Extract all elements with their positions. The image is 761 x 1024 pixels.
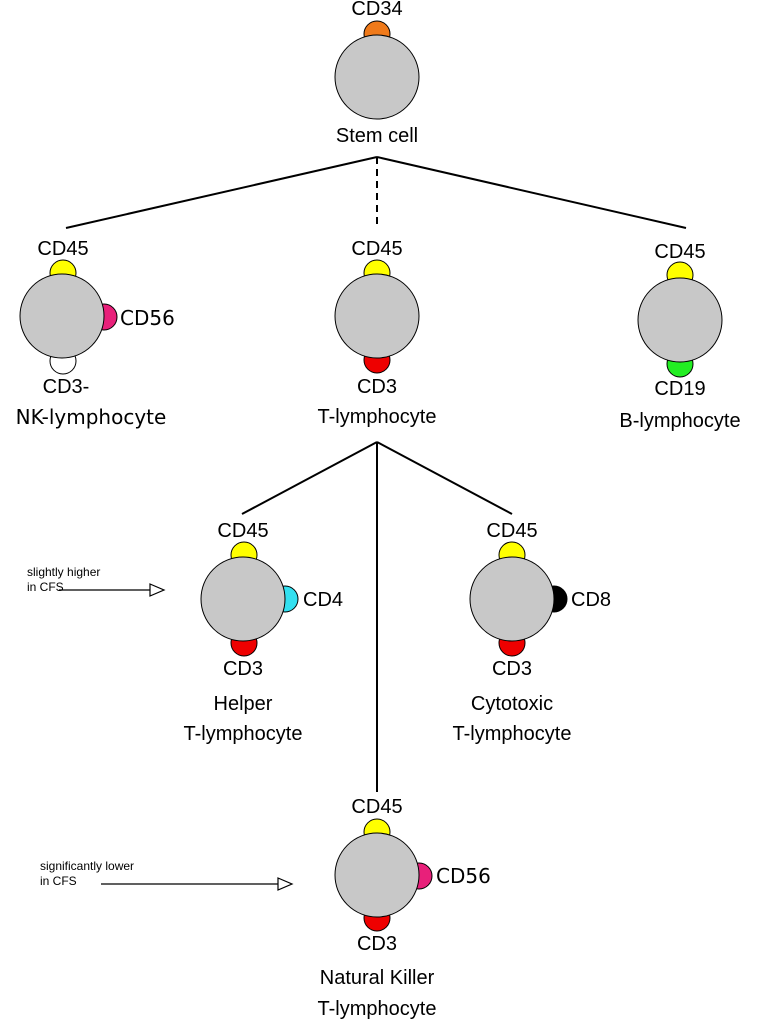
b-cd45-label: CD45 bbox=[654, 241, 706, 263]
helper-note-line1: slightly higher bbox=[27, 565, 101, 579]
cytotoxic-cd8-label: CD8 bbox=[571, 589, 612, 611]
stem-cell-label: Stem cell bbox=[335, 125, 419, 147]
b-lymphocyte-cell bbox=[637, 261, 723, 378]
t-to-cytotoxic-line bbox=[376, 441, 513, 515]
helper-name-line1: Helper bbox=[213, 693, 273, 715]
stem-cell-body bbox=[334, 34, 420, 120]
nkt-name-line1: Natural Killer bbox=[319, 967, 435, 989]
t-lymphocyte-cell bbox=[334, 259, 420, 374]
nk-cd3-negative-label: CD3- bbox=[42, 376, 90, 398]
note-arrows bbox=[59, 583, 294, 891]
stem-to-b-line bbox=[376, 156, 687, 229]
nkt-note-line2: in CFS bbox=[40, 874, 77, 888]
helper-cd45-label: CD45 bbox=[217, 520, 269, 542]
nk-cd56-label: CD56 bbox=[120, 306, 175, 330]
cytotoxic-t-lymphocyte-cell bbox=[469, 541, 568, 657]
helper-t-lymphocyte-cell bbox=[200, 541, 299, 657]
cytotoxic-name-line2: T-lymphocyte bbox=[452, 723, 572, 745]
nk-cd45-label: CD45 bbox=[37, 238, 89, 260]
helper-cd4-label: CD4 bbox=[303, 589, 344, 611]
cytotoxic-name-line1: Cytotoxic bbox=[470, 693, 554, 715]
stem-cell bbox=[334, 20, 420, 120]
t-lymphocyte-label: T-lymphocyte bbox=[317, 406, 437, 428]
cytotoxic-cd45-label: CD45 bbox=[486, 520, 538, 542]
nkt-note-arrowhead bbox=[277, 877, 294, 891]
nk-lymphocyte-cell bbox=[19, 259, 118, 375]
nkt-name-line2: T-lymphocyte bbox=[317, 998, 437, 1020]
connectors bbox=[65, 156, 687, 792]
cytotoxic-cd3-label: CD3 bbox=[491, 658, 533, 680]
t-cell-body bbox=[334, 273, 420, 359]
nkt-note-line1: significantly lower bbox=[40, 859, 135, 873]
stem-cd34-label: CD34 bbox=[351, 0, 403, 20]
helper-cell-body bbox=[200, 556, 286, 642]
t-to-helper-line bbox=[241, 441, 378, 515]
nkt-cd45-label: CD45 bbox=[351, 796, 403, 818]
nk-lymphocyte-label: NK-lymphocyte bbox=[15, 405, 167, 429]
cytotoxic-cell-body bbox=[469, 556, 555, 642]
nk-cell-body bbox=[19, 273, 105, 359]
helper-note-line2: in CFS bbox=[27, 580, 64, 594]
b-cd19-label: CD19 bbox=[654, 378, 706, 400]
b-lymphocyte-label: B-lymphocyte bbox=[619, 410, 741, 432]
t-cd45-label: CD45 bbox=[351, 238, 403, 260]
nkt-lymphocyte-cell bbox=[334, 818, 433, 932]
t-cd3-label: CD3 bbox=[356, 376, 398, 398]
b-cell-body bbox=[637, 277, 723, 363]
nkt-cell-body bbox=[334, 832, 420, 918]
helper-note-arrowhead bbox=[149, 583, 166, 597]
nkt-cd56-label: CD56 bbox=[436, 864, 491, 888]
helper-name-line2: T-lymphocyte bbox=[183, 723, 303, 745]
helper-cd3-label: CD3 bbox=[222, 658, 264, 680]
nkt-cd3-label: CD3 bbox=[356, 933, 398, 955]
stem-to-nk-line bbox=[65, 156, 378, 229]
